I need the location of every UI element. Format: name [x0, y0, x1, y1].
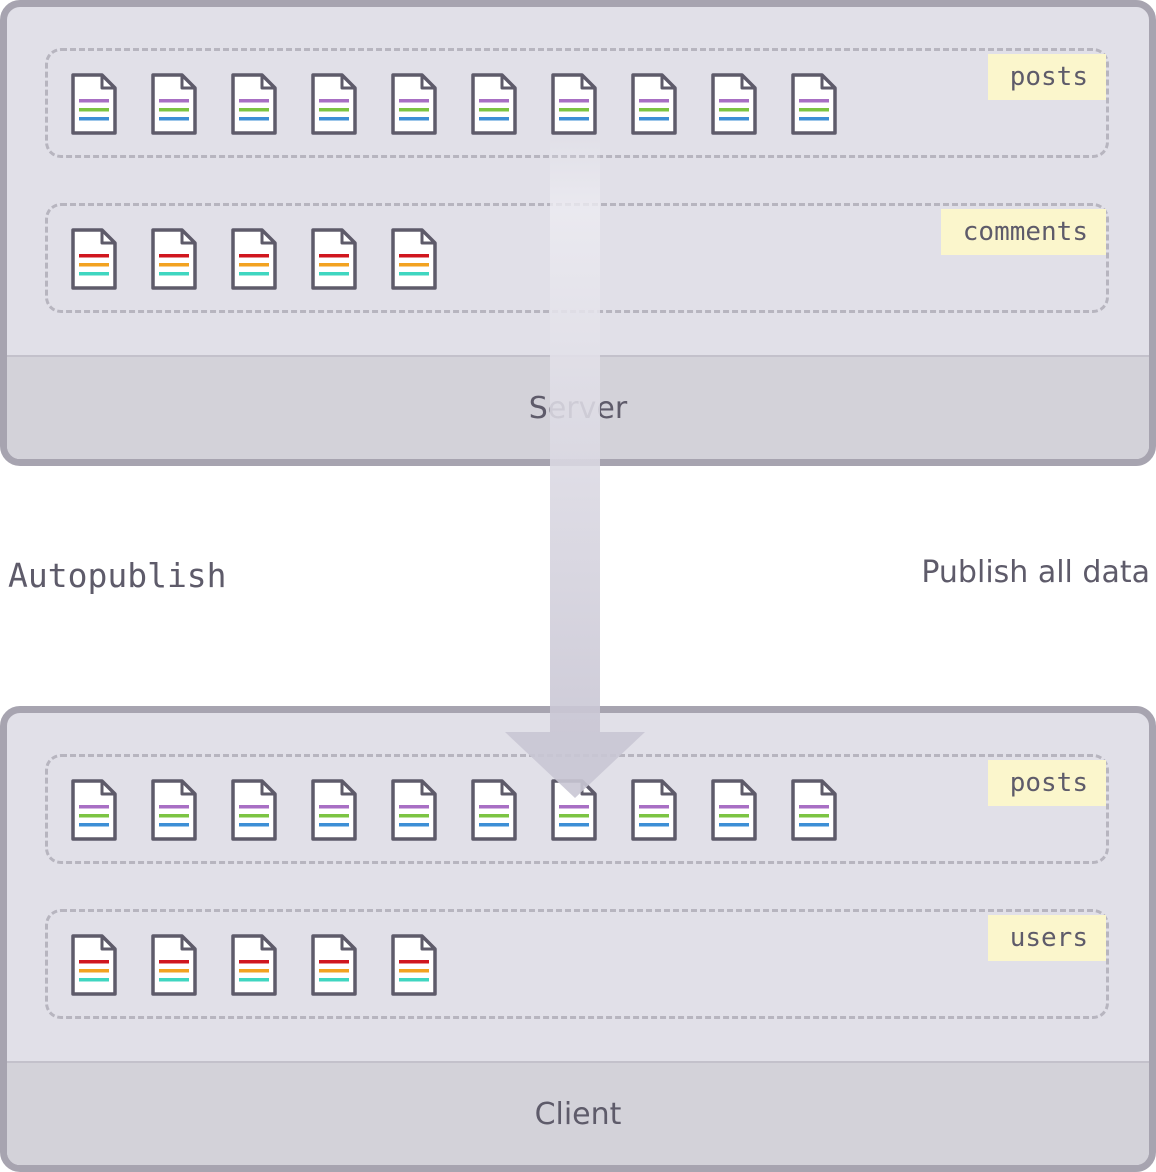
client-footer: Client: [7, 1061, 1149, 1165]
collection-tag-comments: comments: [940, 209, 1106, 255]
document-icon: [70, 933, 118, 999]
document-icon: [70, 778, 118, 844]
document-icon: [790, 72, 838, 138]
document-icon: [390, 72, 438, 138]
client-users-docs: [70, 933, 438, 999]
document-icon: [550, 778, 598, 844]
document-icon: [150, 72, 198, 138]
document-icon: [710, 72, 758, 138]
server-posts-docs: [70, 72, 838, 138]
document-icon: [150, 778, 198, 844]
document-icon: [790, 778, 838, 844]
document-icon: [150, 227, 198, 293]
client-posts-docs: [70, 778, 838, 844]
document-icon: [310, 933, 358, 999]
server-label: Server: [528, 390, 628, 426]
document-icon: [470, 72, 518, 138]
client-users-collection: users: [45, 909, 1109, 1019]
document-icon: [70, 227, 118, 293]
client-label: Client: [534, 1096, 622, 1132]
server-panel: posts comments Server: [0, 0, 1156, 466]
document-icon: [470, 778, 518, 844]
server-posts-collection: posts: [45, 48, 1109, 158]
publish-all-data-label: Publish all data: [921, 555, 1150, 590]
server-comments-docs: [70, 227, 438, 293]
collection-tag-posts: posts: [987, 760, 1106, 806]
server-comments-collection: comments: [45, 203, 1109, 313]
document-icon: [230, 227, 278, 293]
document-icon: [390, 778, 438, 844]
document-icon: [310, 72, 358, 138]
document-icon: [150, 933, 198, 999]
document-icon: [230, 933, 278, 999]
client-posts-collection: posts: [45, 754, 1109, 864]
autopublish-label: Autopublish: [8, 556, 227, 595]
collection-tag-users: users: [987, 915, 1106, 961]
document-icon: [710, 778, 758, 844]
document-icon: [230, 72, 278, 138]
document-icon: [390, 933, 438, 999]
document-icon: [310, 778, 358, 844]
document-icon: [230, 778, 278, 844]
document-icon: [630, 72, 678, 138]
client-panel: posts users Client: [0, 706, 1156, 1172]
document-icon: [70, 72, 118, 138]
collection-tag-posts: posts: [987, 54, 1106, 100]
document-icon: [630, 778, 678, 844]
server-footer: Server: [7, 355, 1149, 459]
document-icon: [390, 227, 438, 293]
document-icon: [550, 72, 598, 138]
document-icon: [310, 227, 358, 293]
